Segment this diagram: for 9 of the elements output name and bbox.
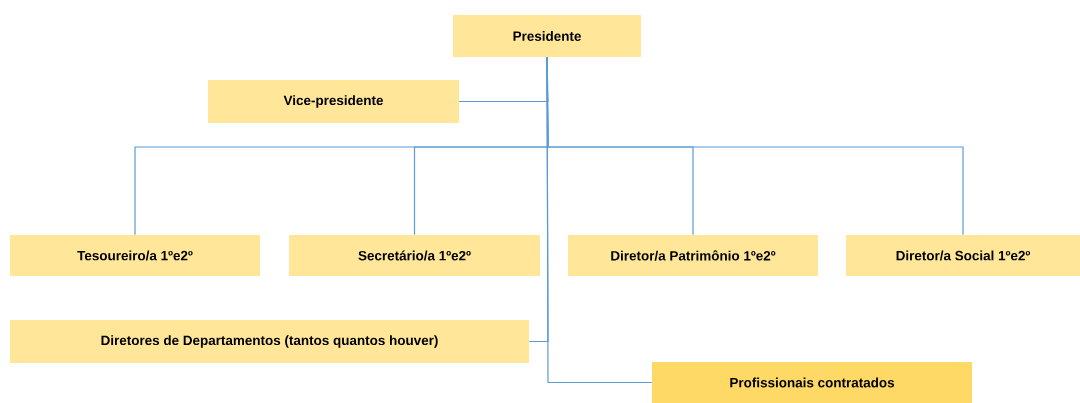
org-box: Secretário/a 1ºe2º <box>289 235 540 276</box>
org-box: Diretor/a Patrimônio 1ºe2º <box>568 235 818 276</box>
org-box: Diretor/a Social 1ºe2º <box>846 235 1080 276</box>
org-box: Tesoureiro/a 1ºe2º <box>10 235 260 276</box>
connector-line <box>546 56 653 384</box>
org-box: Presidente <box>453 15 641 57</box>
org-box: Profissionais contratados <box>652 362 972 403</box>
org-box: Diretores de Departamentos (tantos quantos houver) <box>10 320 529 363</box>
org-box: Vice-presidente <box>208 80 459 123</box>
